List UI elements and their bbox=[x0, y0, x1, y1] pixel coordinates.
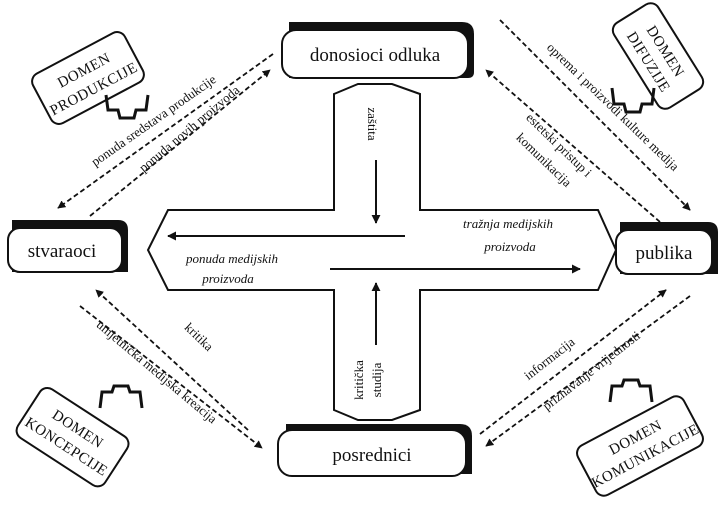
flow-supply-new bbox=[89, 69, 271, 217]
flow-aesthetic bbox=[485, 69, 661, 223]
supply-label-2: proizvoda bbox=[201, 271, 254, 286]
node-creators: stvaraoci bbox=[7, 220, 128, 273]
svg-text:donosioci odluka: donosioci odluka bbox=[310, 45, 441, 66]
demand-label-2: proizvoda bbox=[483, 239, 536, 254]
central-cross bbox=[146, 83, 618, 421]
supply-label-1: ponuda medijskih bbox=[185, 251, 278, 266]
critical-studies-label-2: studija bbox=[369, 362, 384, 397]
diffusion-support-icon bbox=[610, 87, 656, 114]
label-critique: kritika bbox=[182, 320, 217, 355]
domain-conception: DOMEN KONCEPCIJE bbox=[15, 384, 144, 488]
label-information: informacija bbox=[521, 334, 578, 383]
node-intermediaries: posrednici bbox=[277, 424, 472, 477]
flow-recognition bbox=[485, 295, 691, 447]
conception-support-icon bbox=[98, 384, 144, 409]
production-support-icon bbox=[104, 94, 150, 120]
communication-support-icon bbox=[608, 378, 654, 403]
domain-production: DOMEN PRODUKCIJE bbox=[31, 31, 150, 125]
node-decision-makers: donosioci odluka bbox=[281, 22, 474, 79]
flow-supply-means bbox=[57, 53, 274, 209]
domain-communication: DOMEN KOMUNIKACIJE bbox=[576, 378, 704, 497]
protection-label: zaštita bbox=[365, 107, 380, 140]
node-audience: publika bbox=[615, 222, 718, 275]
svg-text:posrednici: posrednici bbox=[332, 445, 411, 466]
label-recognition: priznavanje vrijednosti bbox=[540, 328, 644, 414]
flow-information bbox=[479, 289, 667, 435]
svg-text:publika: publika bbox=[636, 243, 694, 264]
svg-text:stvaraoci: stvaraoci bbox=[28, 241, 97, 262]
flow-equipment bbox=[499, 19, 691, 211]
domain-diffusion: DOMEN DIFUZIJE bbox=[610, 2, 705, 114]
flow-art-creation bbox=[79, 305, 263, 449]
flow-critique bbox=[95, 289, 249, 431]
demand-label-1: tražnja medijskih bbox=[463, 216, 553, 231]
critical-studies-label-1: kritička bbox=[351, 360, 366, 400]
